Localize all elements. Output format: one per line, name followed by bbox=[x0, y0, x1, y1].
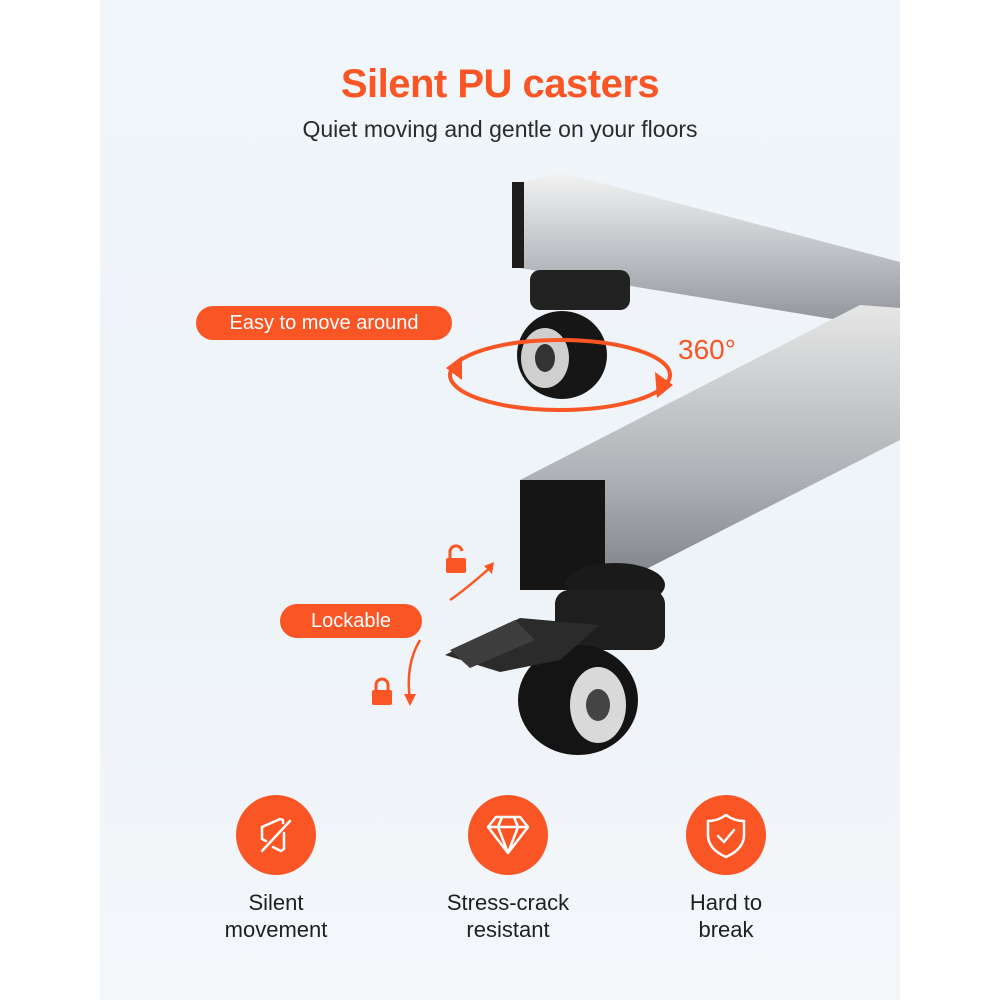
feature-line1: Silent bbox=[248, 890, 304, 915]
page-subtitle: Quiet moving and gentle on your floors bbox=[302, 116, 698, 142]
diamond-icon bbox=[468, 795, 548, 875]
lock-icon bbox=[372, 677, 392, 705]
callout-easy-to-move: Easy to move around bbox=[196, 306, 452, 340]
feature-line2: break bbox=[698, 917, 754, 942]
page-title: Silent PU casters bbox=[340, 62, 660, 106]
mute-speaker-icon bbox=[236, 795, 316, 875]
shield-check-icon bbox=[686, 795, 766, 875]
callout-lockable: Lockable bbox=[280, 604, 422, 638]
unlock-icon bbox=[446, 544, 466, 573]
feature-line2: movement bbox=[224, 917, 328, 942]
feature-line2: resistant bbox=[466, 917, 550, 942]
feature-line1: Stress-crack bbox=[446, 890, 570, 915]
rotation-label: 360° bbox=[678, 334, 736, 365]
feature-line1: Hard to bbox=[689, 890, 763, 915]
